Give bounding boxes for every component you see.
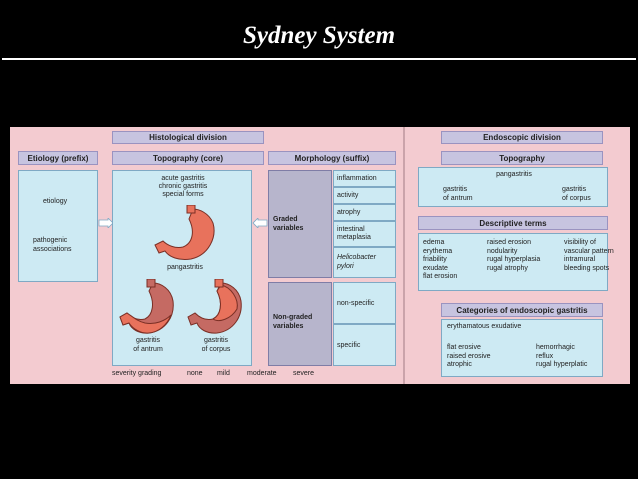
nongraded-specific: specific xyxy=(333,324,396,366)
graded-intestinal-metaplasia: intestinal metaplasia xyxy=(333,221,396,247)
descriptive-col3: visibility of vascular pattern intramura… xyxy=(564,239,614,272)
topography-core-box: acute gastritis chronic gastritis specia… xyxy=(112,170,252,366)
categories-header: Categories of endoscopic gastritis xyxy=(441,303,603,317)
title-underline xyxy=(2,58,636,60)
nongraded-variables-label: Non-graded variables xyxy=(273,314,313,330)
grading-mild: mild xyxy=(217,370,230,377)
graded-variables-box: Graded variables xyxy=(268,170,332,278)
grading-severe: severe xyxy=(293,370,315,377)
categories-col1: flat erosive raised erosive atrophic xyxy=(447,344,491,368)
type-acute: acute gastritis xyxy=(161,175,205,182)
grading-moderate: moderate xyxy=(247,370,277,377)
descriptive-terms-box: edema erythema friability exudate flat e… xyxy=(418,233,614,291)
endo-topography-header: Topography xyxy=(441,151,603,165)
type-special: special forms xyxy=(162,191,204,198)
categories-col2: hemorrhagic reflux rugal hyperplatic xyxy=(536,344,588,368)
endoscopic-division-header: Endoscopic division xyxy=(441,131,603,144)
arrow-left-icon xyxy=(252,218,268,228)
etiology-item: etiology xyxy=(43,198,68,205)
graded-atrophy: atrophy xyxy=(333,204,396,221)
topography-core-header: Topography (core) xyxy=(112,151,264,165)
histological-division-header: Histological division xyxy=(112,131,264,144)
grading-none: none xyxy=(187,370,203,377)
graded-activity: activity xyxy=(333,187,396,204)
pangastritis-stomach-icon xyxy=(154,205,215,260)
arrow-right-icon xyxy=(98,218,114,228)
endo-topography-box: pangastritis gastritis of antrum gastrit… xyxy=(418,167,608,207)
antrum-label: gastritis of antrum xyxy=(133,337,163,353)
categories-box: erythamatous exudative flat erosive rais… xyxy=(441,319,603,377)
corpus-stomach-icon xyxy=(187,279,242,334)
descriptive-terms-header: Descriptive terms xyxy=(418,216,608,230)
categories-top: erythamatous exudative xyxy=(447,323,522,330)
pangastritis-label: pangastritis xyxy=(167,264,203,271)
endo-corpus: gastritis of corpus xyxy=(562,186,591,202)
etiology-box: etiology pathogenic associations xyxy=(18,170,98,282)
type-chronic: chronic gastritis xyxy=(158,183,208,190)
graded-inflammation: inflammation xyxy=(333,170,396,187)
nongraded-nonspecific: non-specific xyxy=(333,282,396,324)
corpus-label: gastritis of corpus xyxy=(201,337,231,353)
pathogenic-item: pathogenic associations xyxy=(33,237,72,253)
endo-antrum: gastritis of antrum xyxy=(443,186,473,202)
descriptive-col1: edema erythema friability exudate flat e… xyxy=(423,239,458,280)
morphology-header: Morphology (suffix) xyxy=(268,151,396,165)
nongraded-variables-box: Non-graded variables xyxy=(268,282,332,366)
antrum-stomach-icon xyxy=(119,279,174,334)
graded-variables-label: Graded variables xyxy=(273,216,304,232)
graded-helicobacter: Helicobacter pylori xyxy=(333,247,396,278)
endo-pangastritis: pangastritis xyxy=(496,171,532,178)
division-divider xyxy=(403,127,405,384)
slide-title: Sydney System xyxy=(242,22,396,49)
descriptive-col2: raised erosion nodularity rugal hyperpla… xyxy=(487,239,541,272)
severity-grading-label: severity grading xyxy=(112,370,162,377)
etiology-header: Etiology (prefix) xyxy=(18,151,98,165)
